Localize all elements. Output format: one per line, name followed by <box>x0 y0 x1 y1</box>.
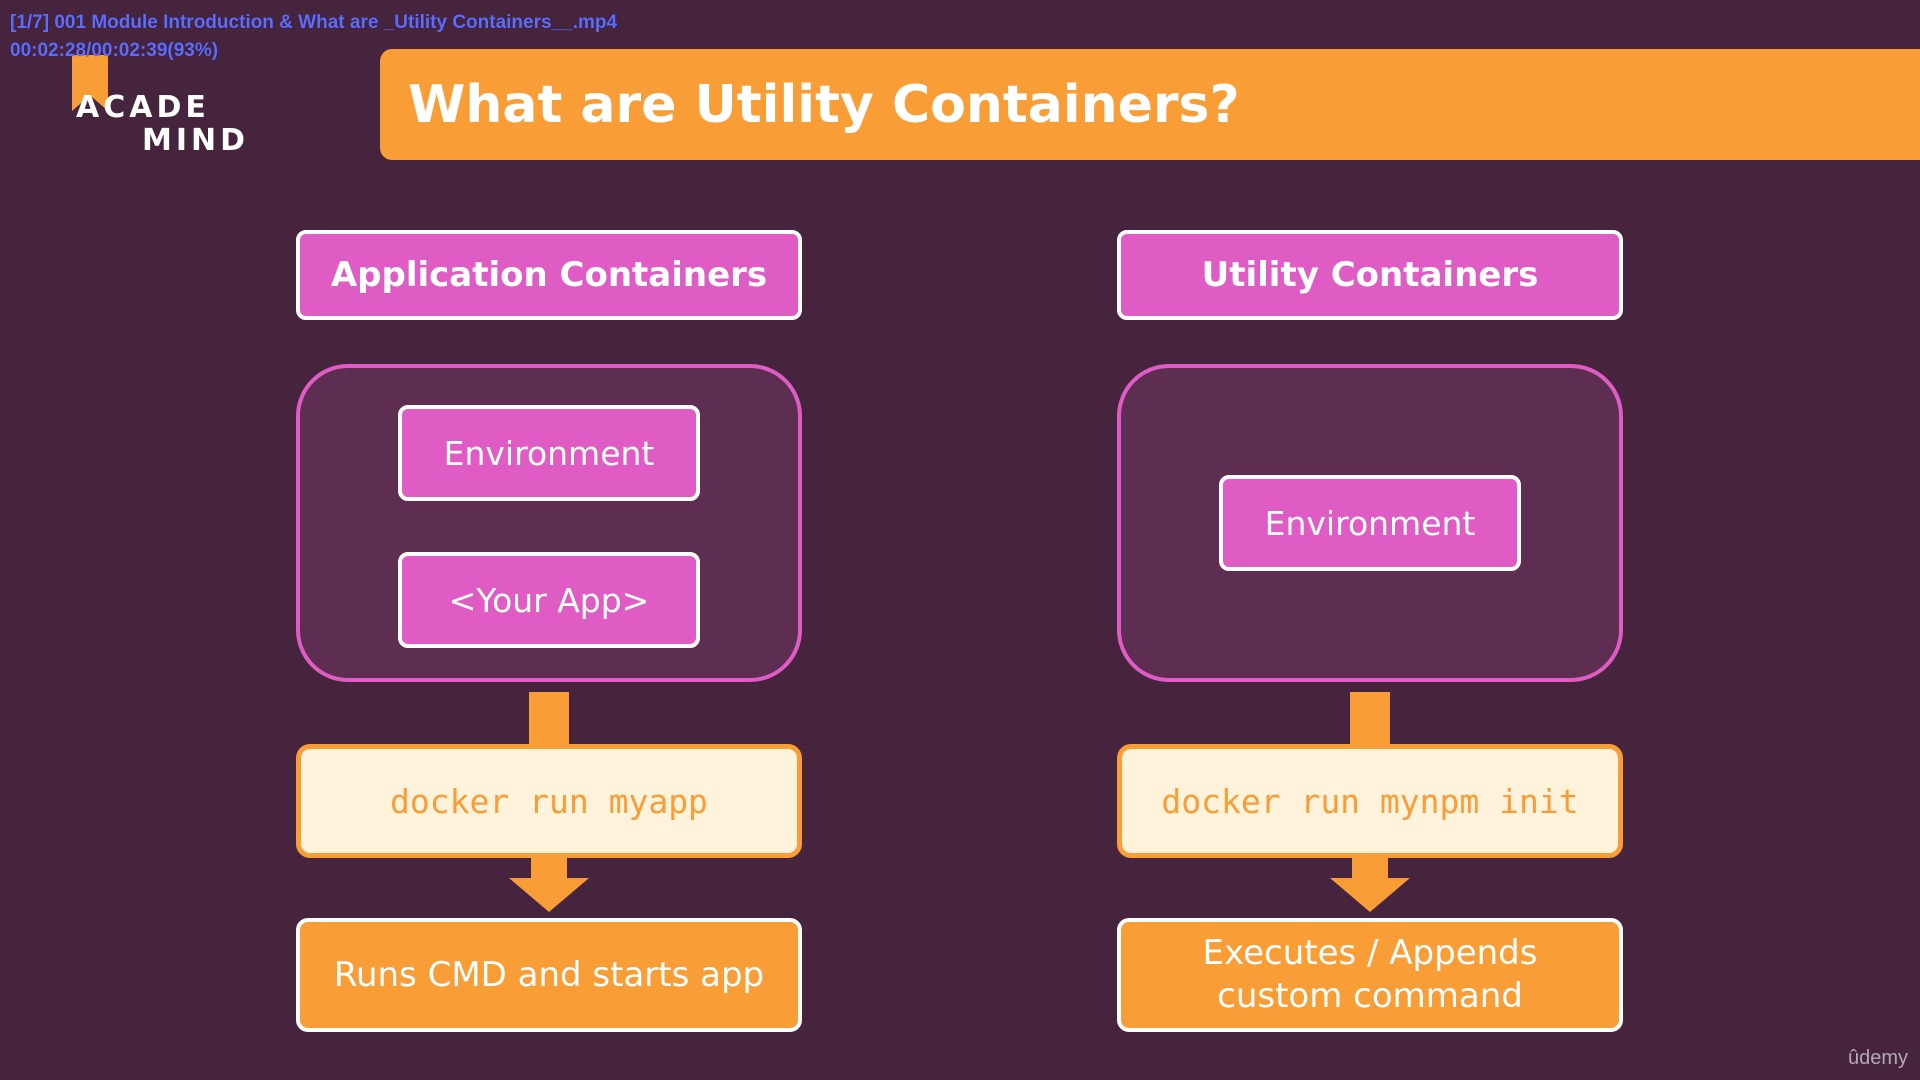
application-containers-header: Application Containers <box>296 230 802 320</box>
result-box-left: Runs CMD and starts app <box>296 918 802 1032</box>
environment-box-right: Environment <box>1219 475 1521 571</box>
video-file-title: [1/7] 001 Module Introduction & What are… <box>10 12 618 33</box>
command-box-right: docker run mynpm init <box>1117 744 1623 858</box>
logo-line-2: MIND <box>142 123 250 158</box>
command-box-left: docker run myapp <box>296 744 802 858</box>
down-arrow-icon <box>1330 858 1410 912</box>
video-time-readout: 00:02:28/00:02:39(93%) <box>10 40 219 61</box>
udemy-watermark: ûdemy <box>1847 1047 1908 1069</box>
slide-title: What are Utility Containers? <box>408 74 1240 135</box>
down-arrow-icon <box>509 858 589 912</box>
utility-containers-header: Utility Containers <box>1117 230 1623 320</box>
connector-stem-right <box>1350 692 1390 748</box>
academind-logo: ACADE MIND <box>70 55 250 165</box>
connector-stem-left <box>529 692 569 748</box>
your-app-box: <Your App> <box>398 552 700 648</box>
result-box-right: Executes / Appends custom command <box>1117 918 1623 1032</box>
environment-box-left: Environment <box>398 405 700 501</box>
title-banner: What are Utility Containers? <box>380 49 1920 160</box>
logo-line-1: ACADE <box>76 90 210 125</box>
